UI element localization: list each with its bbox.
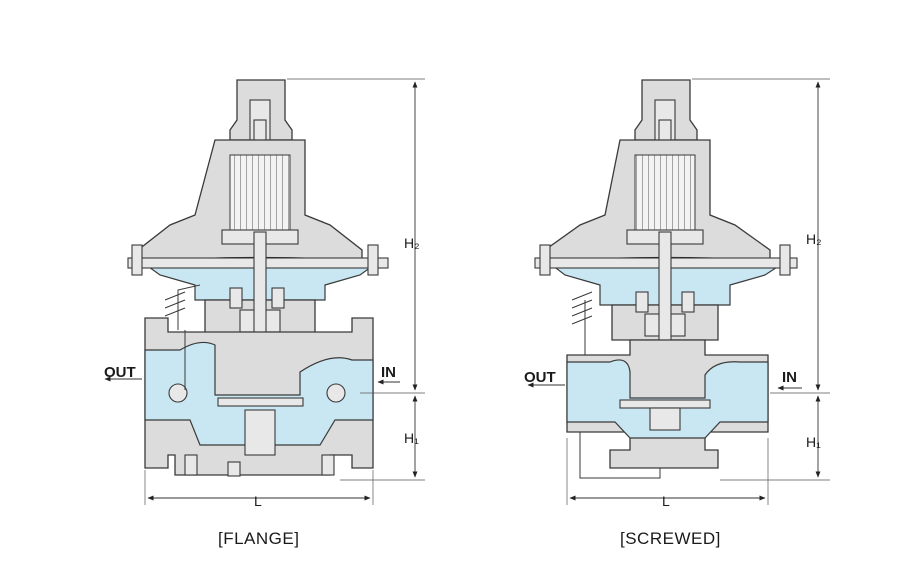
- flange-valve: [127, 79, 389, 477]
- screwed-valve: [534, 79, 798, 479]
- flange-caption: [FLANGE]: [218, 529, 299, 548]
- flange-h2-label: H₂: [404, 235, 420, 251]
- flange-inlet-label: IN: [381, 364, 396, 381]
- screwed-valve-flow-passage: [566, 359, 769, 439]
- screwed-h2-label: H₂: [806, 231, 822, 247]
- flange-dimensions: [104, 78, 425, 505]
- screwed-outlet-label: OUT: [524, 369, 556, 386]
- flange-outlet-label: OUT: [104, 364, 136, 381]
- screwed-inlet-label: IN: [782, 369, 797, 386]
- screwed-length-label: L: [662, 493, 670, 509]
- flange-h1-label: H₁: [404, 430, 419, 446]
- screwed-caption: [SCREWED]: [620, 529, 721, 548]
- flange-length-label: L: [254, 493, 262, 509]
- flange-valve-flow-passage: [144, 341, 374, 446]
- screwed-dimensions: [527, 78, 830, 505]
- screwed-h1-label: H₁: [806, 434, 821, 450]
